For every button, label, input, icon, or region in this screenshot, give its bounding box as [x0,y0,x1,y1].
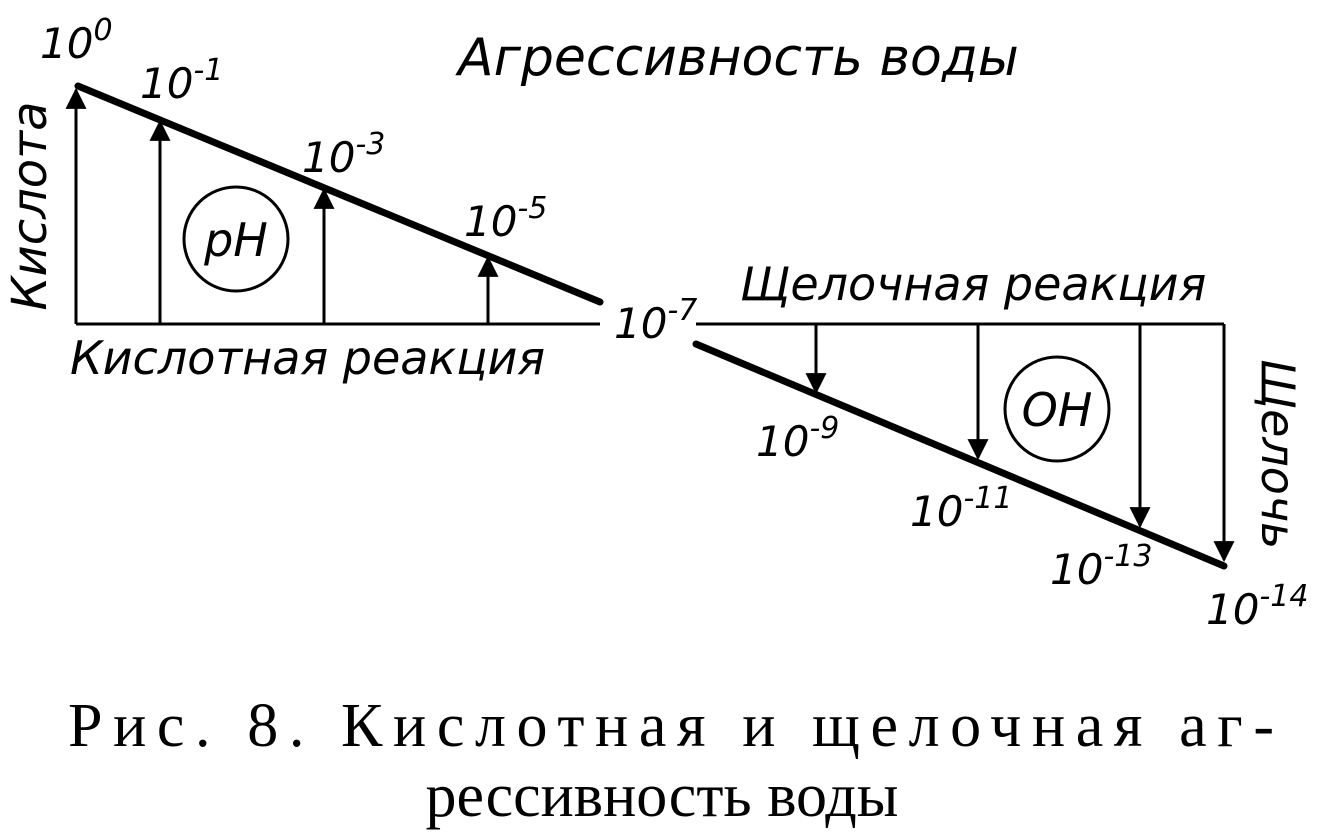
ph-circle-label: pH [203,213,268,267]
alkali-power-label: 10-14 [1206,579,1308,634]
alkali-power-label: 10-13 [1050,539,1152,594]
alkali-power-label: 10-11 [910,481,1012,536]
acid-axis-label: Кислота [2,101,58,310]
ph-circle [182,185,290,293]
alkali-baseline-label: Щелочная реакция [740,257,1206,311]
alkali-triangle: OH [692,322,1235,570]
alkali-axis-label: Щелочь [1251,359,1305,549]
diagram-title: Агрессивность воды [455,28,1019,88]
acid-power-label: 10-5 [464,191,547,246]
oh-circle-label: OH [1022,383,1093,437]
acid-baseline-label: Кислотная реакция [70,331,545,385]
alkali-power-label: 10-9 [756,411,839,466]
acid-power-label: 100 [40,13,113,68]
figure-caption-line-2: рессивность воды [426,762,899,830]
alkali-hypotenuse [692,340,1228,570]
oh-circle [1003,355,1111,463]
acid-power-label: 10-3 [302,127,385,182]
figure-caption-line-1: Рис. 8. Кислотная и щелочная аг- [68,692,1274,760]
acid-triangle: pH [65,82,604,326]
acid-power-label: 10-1 [140,53,223,108]
neutral-power-label: 10-7 [614,293,697,348]
